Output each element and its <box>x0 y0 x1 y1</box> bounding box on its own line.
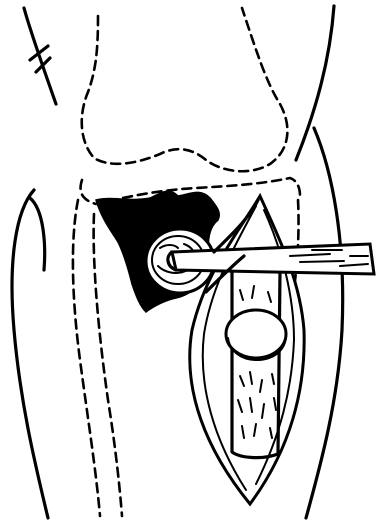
tibia-left-edge <box>73 200 100 516</box>
right-leg-outline <box>306 128 343 518</box>
tibia-inner-edge <box>94 214 122 516</box>
left-knee-curve <box>30 198 45 270</box>
femur-outline <box>82 8 288 171</box>
left-thigh-outline <box>24 8 56 104</box>
right-thigh-outline <box>296 6 334 160</box>
